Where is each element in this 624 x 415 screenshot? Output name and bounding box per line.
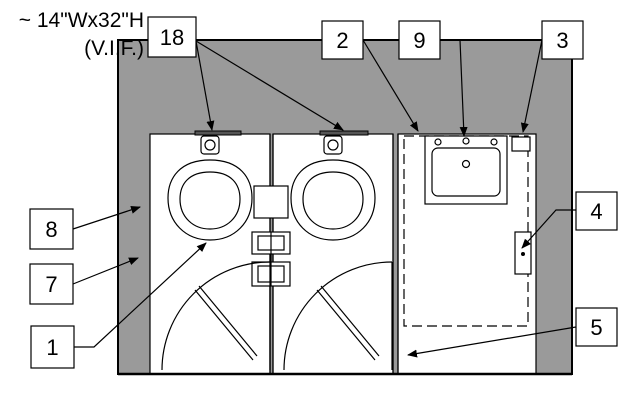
callout-1: 1 [30,325,75,369]
svg-text:2: 2 [336,28,348,53]
toilet-2 [290,135,376,241]
callout-9: 9 [398,20,441,60]
svg-text:18: 18 [160,25,184,50]
partition-accessories [251,185,291,287]
svg-text:3: 3 [556,28,568,53]
svg-text:1: 1 [46,335,58,360]
grab-bar-1 [194,130,242,136]
leader-lines [72,39,577,358]
svg-text:9: 9 [413,28,425,53]
dimension-note-line2: (V.I.F.) [84,37,144,60]
dimension-note-line1: ~ 14"Wx32"H [19,9,144,32]
callout-4: 4 [575,191,618,231]
stall-2-door-swing [283,261,393,371]
callout-7: 7 [29,263,74,305]
callout-18: 18 [147,16,197,58]
callout-8: 8 [29,208,74,250]
callout-3: 3 [541,20,584,60]
callout-5: 5 [575,307,618,347]
soap-dispenser [511,136,531,152]
callout-2: 2 [321,20,364,60]
svg-text:5: 5 [590,315,602,340]
toilet-1 [167,135,253,241]
svg-text:4: 4 [590,199,602,224]
lavatory-sink [424,135,508,205]
stall-1-door-swing [161,261,271,371]
grab-bar-2 [319,130,369,136]
svg-text:8: 8 [45,217,57,242]
svg-text:7: 7 [45,272,57,297]
